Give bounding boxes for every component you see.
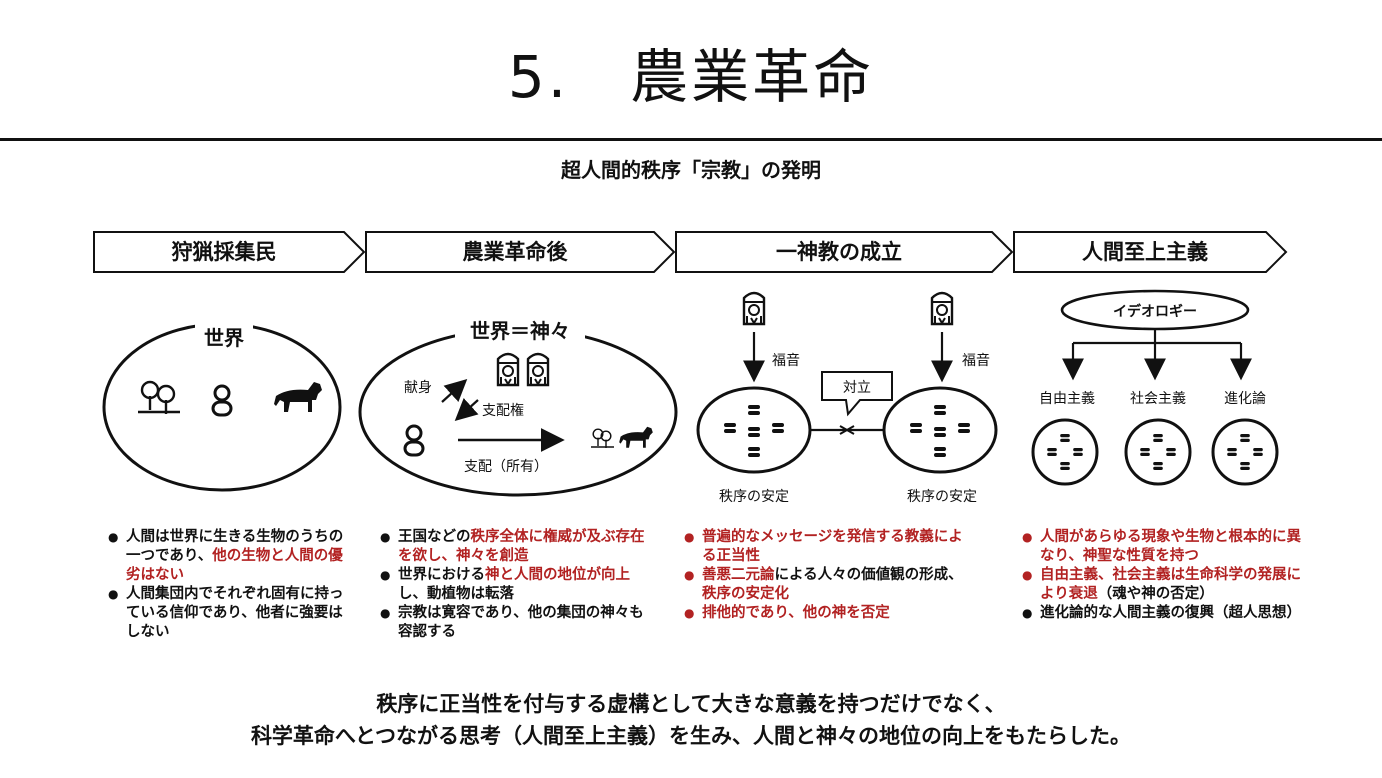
dominion-label: 支配（所有）: [464, 459, 548, 475]
bullet-text: 排他的であり、他の神を否定: [702, 605, 890, 621]
bullet-text: 人間集団内でそれぞれ固有に持っている信仰であり、他者に強要はしない: [126, 586, 344, 640]
god-icon: [742, 291, 766, 326]
authority-label: 支配権: [482, 403, 524, 419]
bullets-agri: 王国などの秩序全体に権威が及ぶ存在を欲し、神々を創造世界における神と人間の地位が…: [380, 528, 658, 642]
stage-chevron-agri: [365, 231, 676, 273]
conclusion-line-1: 秩序に正当性を付与する虚構として大きな意義を持つだけでなく、: [376, 692, 1006, 716]
branch-label-liberalism: 自由主義: [1039, 391, 1095, 407]
god-icon: [496, 352, 520, 387]
bullet-text: 王国などの: [398, 529, 471, 545]
bullet-text: による人々の価値観の形成、: [774, 567, 963, 583]
bullet-text: 自由主義、社会主義は生命科学の発展により衰退: [1040, 567, 1301, 602]
ideology-label: イデオロギー: [1113, 304, 1197, 320]
bullet-item: 世界における神と人間の地位が向上し、動植物は転落: [380, 566, 658, 604]
bullet-text: 善悪二元論: [702, 567, 775, 583]
title-divider: [0, 138, 1382, 141]
god-icon: [930, 291, 954, 326]
bullet-text: し、動植物は転落: [398, 586, 514, 602]
evolution-circle: [1211, 418, 1279, 486]
conflict-label: 対立: [843, 380, 871, 396]
liberalism-circle: [1031, 418, 1099, 486]
branch-label-evolution: 進化論: [1224, 391, 1266, 407]
offering-label: 献身: [404, 380, 432, 396]
bullet-item: 人間集団内でそれぞれ固有に持っている信仰であり、他者に強要はしない: [108, 585, 356, 642]
bullet-text: 人間があらゆる現象や生物と根本的に異なり、神聖な性質を持つ: [1040, 529, 1301, 564]
bullet-item: 善悪二元論による人々の価値観の形成、秩序の安定化: [684, 566, 974, 604]
branch-label-socialism: 社会主義: [1130, 391, 1186, 407]
bullets-hunter: 人間は世界に生きる生物のうちの一つであり、他の生物と人間の優劣はない人間集団内で…: [108, 528, 356, 642]
stage-chevron-mono: [675, 231, 1014, 273]
bullet-text: 他の生物と人間の優劣はない: [126, 548, 343, 583]
stage-label-mono: 一神教の成立: [776, 240, 902, 264]
stage-label-agri: 農業革命後: [462, 240, 568, 264]
stage-chevron-humanism: [1013, 231, 1288, 273]
bullets-humanism: 人間があらゆる現象や生物と根本的に異なり、神聖な性質を持つ自由主義、社会主義は生…: [1022, 528, 1312, 623]
bullet-item: 人間は世界に生きる生物のうちの一つであり、他の生物と人間の優劣はない: [108, 528, 356, 585]
stage-chevron-hunter: [93, 231, 366, 273]
hunter-world-label: 世界: [204, 326, 244, 350]
conclusion-line-2: 科学革命へとつながる思考（人間至上主義）を生み、人間と神々の地位の向上をもたらし…: [250, 724, 1132, 748]
bullet-text: （魂や神の否定）: [1097, 586, 1214, 602]
socialism-circle: [1124, 418, 1192, 486]
page-title: 5. 農業革命: [507, 43, 875, 111]
bullet-item: 自由主義、社会主義は生命科学の発展により衰退（魂や神の否定）: [1022, 566, 1312, 604]
agri-world-label: 世界＝神々: [470, 319, 570, 343]
bullet-item: 進化論的な人間主義の復興（超人思想）: [1022, 604, 1312, 623]
conclusion: 秩序に正当性を付与する虚構として大きな意義を持つだけでなく、 科学革命へとつなが…: [0, 688, 1382, 752]
bullet-text: 神と人間の地位が向上: [485, 567, 630, 583]
bullet-item: 人間があらゆる現象や生物と根本的に異なり、神聖な性質を持つ: [1022, 528, 1312, 566]
bullet-text: 世界における: [398, 567, 485, 583]
stage-label-humanism: 人間至上主義: [1082, 240, 1208, 264]
conflict-callout: [821, 371, 893, 417]
bullet-text: 宗教は寛容であり、他の集団の神々も容認する: [398, 605, 644, 640]
bullet-item: 王国などの秩序全体に権威が及ぶ存在を欲し、神々を創造: [380, 528, 658, 566]
stability-label-left: 秩序の安定: [719, 489, 789, 505]
dog-icon: [619, 426, 653, 448]
person-icon: [403, 424, 425, 457]
stage-label-hunter: 狩猟採集民: [171, 240, 277, 264]
gospel-label-right: 福音: [962, 353, 990, 369]
bullets-mono: 普遍的なメッセージを発信する教義による正当性善悪二元論による人々の価値観の形成、…: [684, 528, 974, 623]
stability-label-right: 秩序の安定: [907, 489, 977, 505]
page-subtitle: 超人間的秩序「宗教」の発明: [561, 158, 821, 182]
bullet-text: 進化論的な人間主義の復興（超人思想）: [1040, 605, 1301, 621]
bullet-item: 宗教は寛容であり、他の集団の神々も容認する: [380, 604, 658, 642]
bullet-text: 秩序の安定化: [702, 586, 789, 602]
gospel-label-left: 福音: [772, 353, 800, 369]
bullet-text: 普遍的なメッセージを発信する教義による正当性: [702, 529, 963, 564]
dog-icon: [274, 382, 322, 412]
bullet-item: 普遍的なメッセージを発信する教義による正当性: [684, 528, 974, 566]
bullet-text: 人間は世界に生きる生物のうちの一つであり、: [126, 529, 344, 564]
bullet-item: 排他的であり、他の神を否定: [684, 604, 974, 623]
tree-icon: [140, 380, 160, 412]
bullet-text: 秩序全体に権威が及ぶ存在を欲し、神々を創造: [398, 529, 645, 564]
person-icon: [211, 384, 233, 417]
